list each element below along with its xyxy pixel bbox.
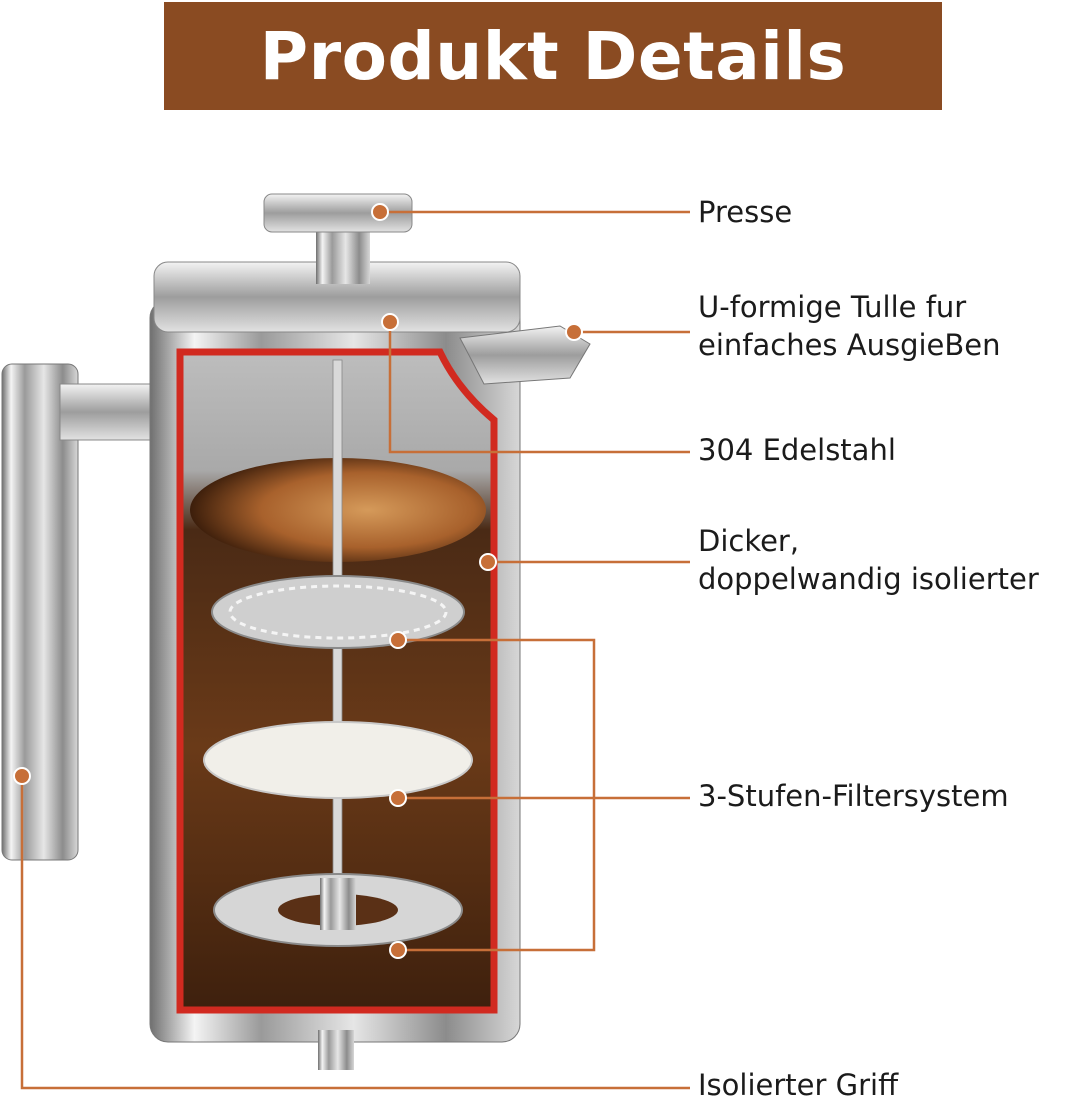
wall-label-line2: doppelwandig isolierter <box>698 562 1039 596</box>
filter-system <box>203 359 473 947</box>
spout-label-line1: U-formige Tulle fur <box>698 290 967 324</box>
filter-label: 3-Stufen-Filtersystem <box>698 779 1009 813</box>
wall-label-line1: Dicker, <box>698 524 800 558</box>
callout-lines <box>20 210 690 1090</box>
handle <box>1 363 161 861</box>
press-knob <box>263 193 413 284</box>
handle-label: Isolierter Griff <box>698 1068 899 1102</box>
spout-label-line2: einfaches AusgieBen <box>698 328 1001 362</box>
page-title: Produkt Details <box>259 17 847 95</box>
title-banner: Produkt Details <box>164 2 942 110</box>
spout <box>459 325 591 385</box>
press-label: Presse <box>698 195 793 229</box>
callout-markers <box>13 203 583 959</box>
steel-label: 304 Edelstahl <box>698 433 896 467</box>
